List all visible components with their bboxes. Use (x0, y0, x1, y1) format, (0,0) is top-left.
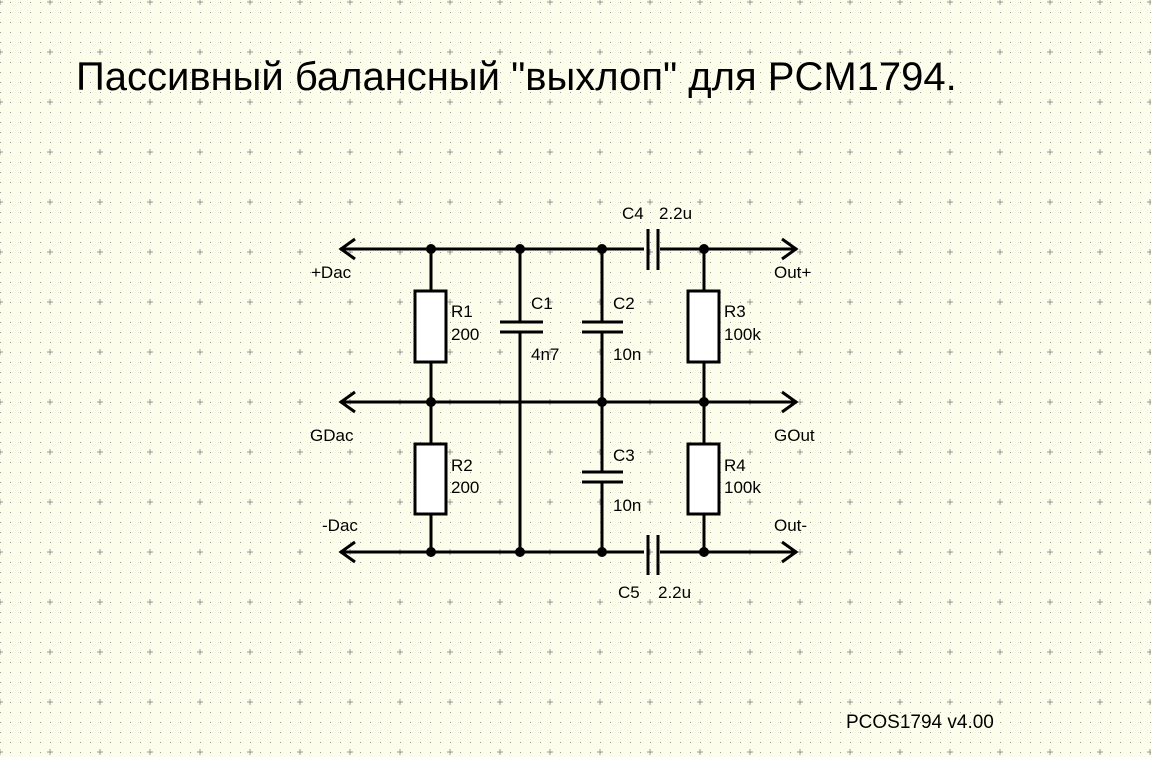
capacitor-c4[interactable] (646, 229, 660, 270)
c5-ref: C5 (618, 583, 640, 602)
r4-ref: R4 (724, 456, 746, 475)
c2-ref: C2 (613, 294, 635, 313)
port-gdac: GDac (310, 426, 354, 445)
version-label: PCOS1794 v4.00 (846, 712, 994, 733)
capacitor-c1[interactable] (500, 320, 543, 334)
diagram-title: Пассивный балансный "выхлоп" для PCM1794… (76, 55, 957, 99)
c1-ref: C1 (531, 294, 553, 313)
c1-value: 4n7 (531, 345, 559, 364)
c3-ref: C3 (613, 446, 635, 465)
resistor-r3[interactable] (686, 289, 721, 364)
output-arrows (781, 237, 799, 564)
input-arrows (338, 237, 356, 564)
resistor-r4[interactable] (686, 442, 721, 516)
resistor-r2[interactable] (413, 442, 448, 516)
c2-value: 10n (613, 345, 641, 364)
resistor-r1[interactable] (413, 289, 448, 364)
port-plus-dac: +Dac (311, 263, 352, 282)
r1-value: 200 (451, 325, 479, 344)
c4-ref: C4 (622, 204, 644, 223)
junction-dots (426, 244, 709, 557)
port-minus-dac: -Dac (322, 516, 358, 535)
r3-ref: R3 (724, 302, 746, 321)
r2-value: 200 (451, 478, 479, 497)
r1-ref: R1 (451, 302, 473, 321)
r4-value: 100k (724, 478, 761, 497)
port-out-plus: Out+ (774, 263, 811, 282)
capacitor-c5[interactable] (646, 535, 660, 575)
port-gout: GOut (774, 426, 815, 445)
capacitor-c2[interactable] (582, 320, 623, 334)
capacitor-c3[interactable] (582, 470, 623, 484)
c5-value: 2.2u (658, 583, 691, 602)
c4-value: 2.2u (659, 204, 692, 223)
r3-value: 100k (724, 325, 761, 344)
wires (338, 237, 799, 564)
r2-ref: R2 (451, 456, 473, 475)
c3-value: 10n (613, 496, 641, 515)
port-out-minus: Out- (774, 516, 807, 535)
